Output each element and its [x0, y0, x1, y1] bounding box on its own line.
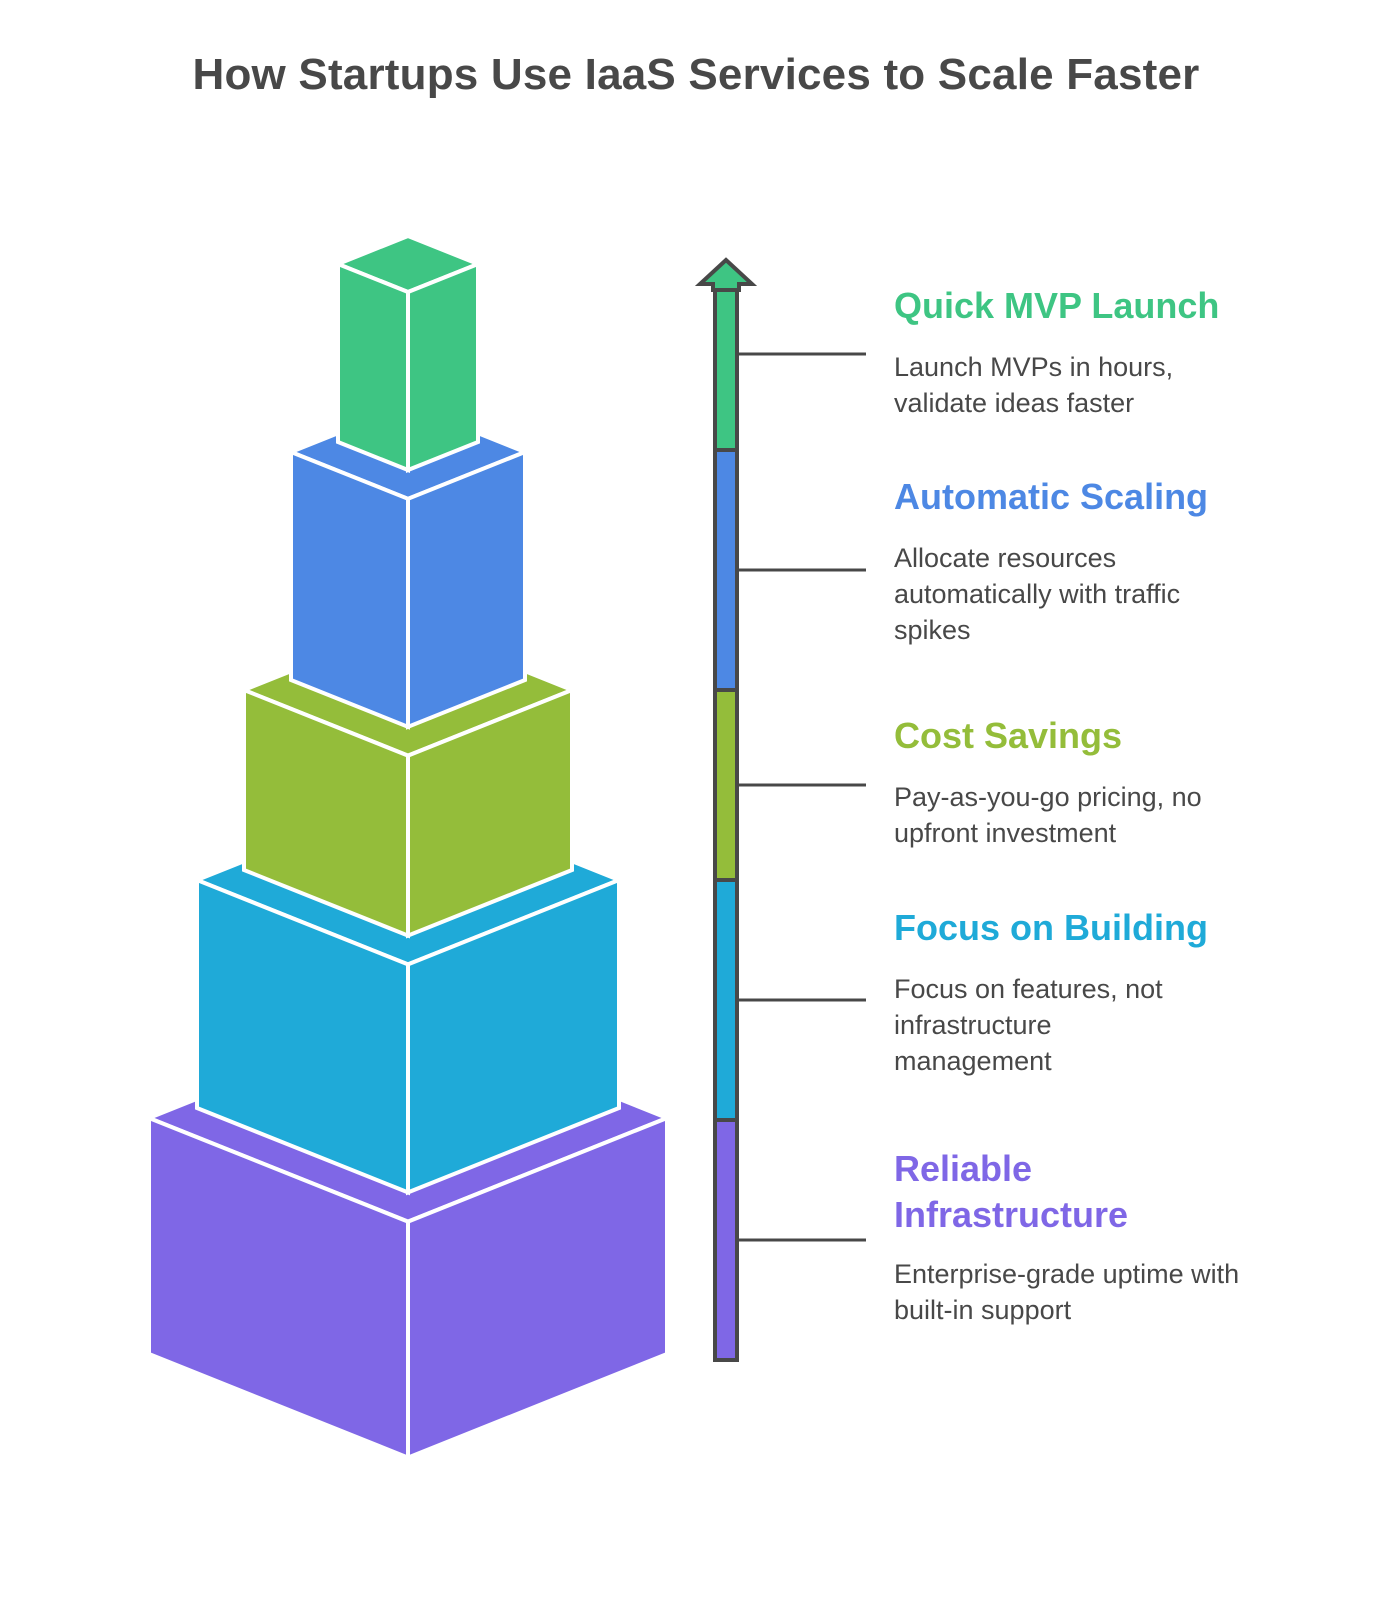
page-title: How Startups Use IaaS Services to Scale …	[192, 50, 1200, 99]
level-title: Cost Savings	[894, 715, 1123, 756]
block-left-face	[336, 261, 410, 473]
block-right-face	[406, 261, 480, 473]
block-right-face	[406, 687, 574, 939]
level-description: Focus on features, not infrastructure ma…	[894, 974, 1163, 1076]
block-right-face	[406, 449, 527, 730]
stack-blocks	[143, 233, 673, 1461]
arrow-up-icon	[694, 257, 758, 1362]
block-quick-mvp-launch	[332, 233, 484, 473]
arrow-segment-focus-on-building	[713, 878, 739, 1122]
arrow-segment-reliable-infrastructure	[713, 1118, 739, 1362]
block-left-face	[289, 449, 410, 730]
level-title: Reliable Infrastructure	[894, 1148, 1129, 1235]
arrow-segment-automatic-scaling	[713, 448, 739, 692]
arrow-head	[694, 257, 758, 292]
block-right-face	[406, 1115, 669, 1461]
level-title: Automatic Scaling	[894, 476, 1209, 517]
arrow-segment-cost-savings	[713, 688, 739, 882]
block-right-face	[406, 877, 621, 1196]
arrow-segment-quick-mvp-launch	[713, 280, 739, 452]
level-title: Quick MVP Launch	[894, 285, 1220, 326]
level-title: Focus on Building	[894, 907, 1208, 948]
level-description: Allocate resources automatically with tr…	[894, 543, 1181, 645]
level-description: Pay-as-you-go pricing, no upfront invest…	[894, 782, 1202, 848]
level-description: Enterprise-grade uptime with built-in su…	[894, 1259, 1240, 1325]
level-description: Launch MVPs in hours, validate ideas fas…	[894, 352, 1174, 418]
